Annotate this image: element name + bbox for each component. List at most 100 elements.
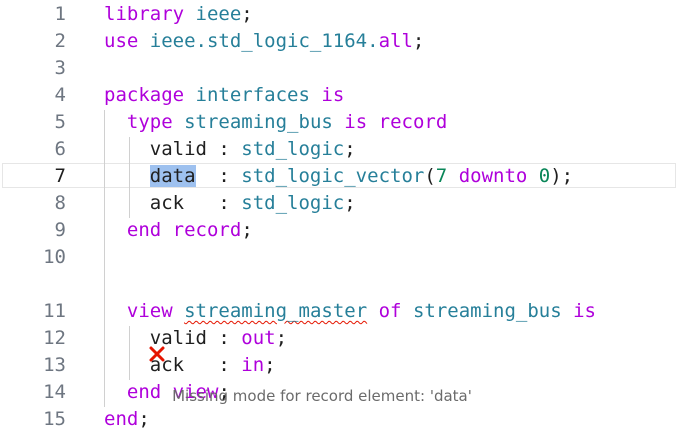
line-code[interactable]: valid : out;: [104, 325, 287, 352]
editor-line[interactable]: 5 type streaming_bus is record: [0, 109, 678, 136]
code-token: std_logic: [241, 192, 345, 214]
line-number: 6: [54, 138, 66, 160]
code-token: [104, 381, 127, 403]
code-token: ;: [241, 3, 253, 25]
line-code[interactable]: end record;: [104, 217, 253, 244]
code-token: (: [424, 165, 436, 187]
code-token: ;: [344, 138, 356, 160]
code-token: ieee.std_logic_1164.: [149, 30, 379, 52]
code-token: end: [126, 219, 162, 241]
line-number: 8: [54, 192, 66, 214]
line-code[interactable]: ack : in;: [104, 352, 276, 379]
line-number: 4: [54, 84, 66, 106]
code-token: [184, 3, 195, 25]
editor-line[interactable]: 6 valid : std_logic;: [0, 136, 678, 163]
code-token: downto: [458, 165, 528, 187]
code-token: );: [550, 165, 574, 187]
line-code[interactable]: end;: [104, 406, 150, 433]
line-number: 11: [43, 300, 66, 322]
code-token: all: [378, 30, 413, 52]
editor-line[interactable]: 9 end record;: [0, 217, 678, 244]
code-token: [104, 111, 127, 133]
code-token: is: [321, 84, 345, 106]
editor-line[interactable]: 4 package interfaces is: [0, 82, 678, 109]
line-number: 10: [43, 246, 66, 268]
code-token: interfaces: [195, 84, 310, 106]
code-token: :: [195, 165, 242, 187]
editor-line[interactable]: 8 ack : std_logic;: [0, 190, 678, 217]
code-token: ;: [412, 30, 425, 52]
code-token: valid :: [104, 138, 242, 160]
code-token: [333, 111, 344, 133]
line-number: 13: [43, 354, 66, 376]
line-code[interactable]: data : std_logic_vector(7 downto 0);: [104, 163, 573, 190]
code-token: is: [344, 111, 368, 133]
code-token: [104, 165, 150, 187]
line-code[interactable]: view streaming_master of streaming_bus i…: [104, 298, 596, 325]
selected-token: data: [149, 165, 196, 187]
line-code[interactable]: use ieee.std_logic_1164.all;: [104, 28, 424, 55]
line-code[interactable]: end view;: [104, 379, 230, 406]
line-code[interactable]: valid : std_logic;: [104, 136, 356, 163]
code-token: is: [573, 300, 596, 322]
editor-line[interactable]: 12 valid : out;: [0, 325, 678, 352]
error-x-icon: [148, 297, 166, 362]
code-token: library: [104, 3, 185, 25]
line-number: 15: [43, 408, 66, 430]
line-code[interactable]: type streaming_bus is record: [104, 109, 447, 136]
code-token: [184, 84, 195, 106]
code-token: std_logic: [241, 138, 345, 160]
line-number: 3: [54, 57, 66, 79]
code-token: 0: [538, 165, 551, 187]
code-token: view: [126, 300, 173, 322]
error-token: streaming_master: [184, 300, 368, 322]
code-token: [310, 84, 321, 106]
editor-line[interactable]: 11 view streaming_master of streaming_bu…: [0, 298, 678, 325]
editor-line[interactable]: 3: [0, 55, 678, 82]
code-token: use: [104, 30, 139, 52]
line-code[interactable]: ack : std_logic;: [104, 190, 356, 217]
code-token: end: [104, 408, 139, 430]
code-token: [138, 30, 149, 52]
editor-line[interactable]: 7 data : std_logic_vector(7 downto 0);: [0, 163, 678, 190]
code-token: ;: [275, 327, 288, 349]
code-token: out: [241, 327, 276, 349]
editor-line[interactable]: 15 end;: [0, 406, 678, 433]
line-number: 9: [54, 219, 66, 241]
indent-guide-package: [104, 110, 105, 407]
code-token: valid :: [104, 327, 242, 349]
line-number: 14: [43, 381, 66, 403]
editor-line[interactable]: 13 ack : in;: [0, 352, 678, 379]
code-token: record: [172, 219, 242, 241]
code-token: [527, 165, 538, 187]
line-number: 1: [54, 3, 66, 25]
code-token: [173, 111, 184, 133]
editor-line[interactable]: 14 end view;: [0, 379, 678, 406]
code-token: record: [378, 111, 448, 133]
indent-guide-record: [129, 137, 130, 218]
code-token: package: [104, 84, 185, 106]
code-token: ;: [344, 192, 356, 214]
code-token: ;: [138, 408, 150, 430]
code-token: [447, 165, 458, 187]
code-token: in: [241, 354, 265, 376]
code-token: streaming_bus: [184, 111, 333, 133]
code-token: ack :: [104, 192, 242, 214]
editor-line[interactable]: 2 use ieee.std_logic_1164.all;: [0, 28, 678, 55]
inline-error-message: Missing mode for record element: 'data': [129, 273, 472, 405]
editor-line[interactable]: 10: [0, 244, 678, 271]
error-message-text: Missing mode for record element: 'data': [172, 387, 472, 405]
line-code[interactable]: library ieee;: [104, 1, 253, 28]
code-token: ;: [264, 354, 276, 376]
line-number: 2: [54, 30, 66, 52]
code-token: ack :: [104, 354, 242, 376]
code-token: [104, 219, 127, 241]
code-token: [367, 111, 378, 133]
line-number: 5: [54, 111, 66, 133]
editor-line[interactable]: 1 library ieee;: [0, 1, 678, 28]
code-token: ;: [241, 219, 253, 241]
code-token: ieee: [195, 3, 242, 25]
code-token: view: [172, 381, 219, 403]
line-code[interactable]: package interfaces is: [104, 82, 344, 109]
